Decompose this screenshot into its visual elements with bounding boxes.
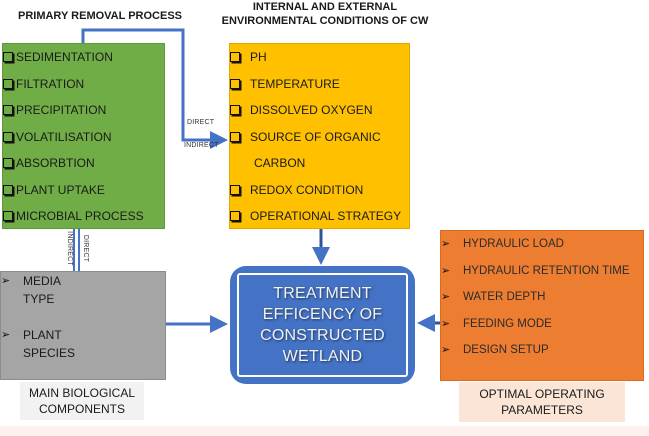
checkbox-icon <box>3 78 13 89</box>
arrow-bullet-icon: ➢ <box>441 264 451 277</box>
primary-removal-heading: PRIMARY REMOVAL PROCESS <box>17 10 182 22</box>
primary-removal-box: SEDIMENTATION FILTRATION PRECIPITATION V… <box>2 43 165 229</box>
primary-item: ABSORBTION <box>3 150 164 177</box>
checkbox-icon <box>3 131 13 142</box>
primary-item: FILTRATION <box>3 71 164 98</box>
checkbox-icon <box>3 105 13 116</box>
primary-item: SEDIMENTATION <box>3 44 164 71</box>
checkbox-icon <box>3 184 13 195</box>
checkbox-icon <box>230 184 240 195</box>
environment-item: REDOX CONDITION <box>230 177 409 204</box>
center-line: CONSTRUCTED <box>260 327 385 344</box>
treatment-efficiency-box: TREATMENT EFFICENCY OF CONSTRUCTED WETLA… <box>230 266 415 384</box>
checkbox-icon <box>3 158 13 169</box>
checkbox-icon <box>230 52 240 63</box>
arrow-bullet-icon: ➢ <box>441 344 451 356</box>
checkbox-icon <box>3 52 13 63</box>
parameter-item: ➢DESIGN SETUP <box>441 337 643 364</box>
checkbox-icon <box>230 131 240 142</box>
center-line: WETLAND <box>282 348 363 365</box>
arrow-bullet-icon: ➢ <box>441 291 451 303</box>
primary-item: MICROBIAL PROCESS <box>3 203 164 230</box>
center-line: TREATMENT <box>273 285 372 302</box>
arrow-bullet-icon: ➢ <box>1 275 11 287</box>
parameter-item: ➢WATER DEPTH <box>441 284 643 311</box>
checkbox-icon <box>230 105 240 116</box>
checkbox-icon <box>230 211 240 222</box>
vertical-direct-label: DIRECT <box>82 234 90 263</box>
environment-item: PH <box>230 44 409 71</box>
checkbox-icon <box>230 78 240 89</box>
environmental-conditions-box: PH TEMPERATURE DISSOLVED OXYGEN SOURCE O… <box>229 43 410 229</box>
center-line: EFFICENCY OF <box>262 306 383 323</box>
environment-item: SOURCE OF ORGANIC <box>230 124 409 151</box>
vertical-indirect-label: INDIRECT <box>65 231 73 266</box>
primary-item: PLANT UPTAKE <box>3 177 164 204</box>
primary-item: PRECIPITATION <box>3 97 164 124</box>
parameter-item: ➢HYDRAULIC LOAD <box>441 231 643 258</box>
environment-item: TEMPERATURE <box>230 71 409 98</box>
treatment-efficiency-inner: TREATMENT EFFICENCY OF CONSTRUCTED WETLA… <box>237 273 408 377</box>
footer-band <box>0 426 649 436</box>
environment-heading: INTERNAL AND EXTERNAL ENVIRONMENTAL COND… <box>205 0 445 28</box>
operating-parameters-box: ➢HYDRAULIC LOAD ➢HYDRAULIC RETENTION TIM… <box>440 230 644 381</box>
top-direct-label: DIRECT <box>187 119 215 126</box>
parameter-item: ➢FEEDING MODE <box>441 311 643 338</box>
environment-item-continuation: CARBON <box>254 156 306 170</box>
environment-heading-line1: INTERNAL AND EXTERNAL <box>252 1 398 13</box>
top-indirect-label: INDIRECT <box>184 142 219 149</box>
arrow-bullet-icon: ➢ <box>1 329 11 341</box>
parameter-item: ➢HYDRAULIC RETENTION TIME <box>441 258 643 285</box>
arrow-bullet-icon: ➢ <box>441 238 451 250</box>
primary-item: VOLATILISATION <box>3 124 164 151</box>
checkbox-icon <box>3 211 13 222</box>
environment-heading-line2: ENVIRONMENTAL CONDITIONS OF CW <box>221 15 429 27</box>
environment-item: OPERATIONAL STRATEGY <box>230 203 409 230</box>
arrow-bullet-icon: ➢ <box>441 317 451 330</box>
environment-item: DISSOLVED OXYGEN <box>230 97 409 124</box>
